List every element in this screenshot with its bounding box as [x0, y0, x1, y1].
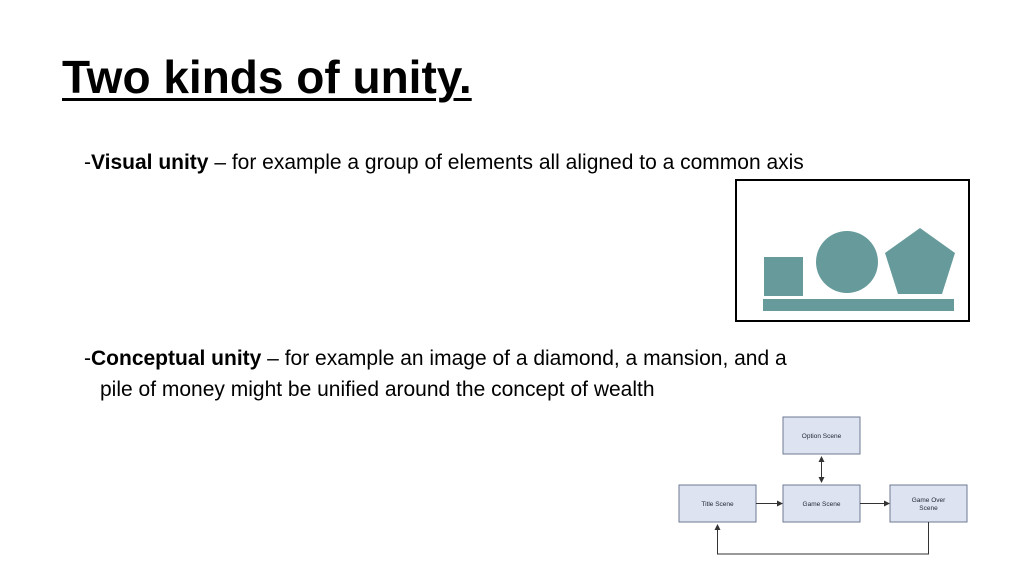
visual-unity-figure [735, 179, 970, 322]
circle-icon [816, 231, 878, 293]
bullet-dash: - [84, 151, 91, 174]
title-scene-node: Title Scene [678, 484, 757, 523]
baseline-bar [763, 299, 954, 311]
game-over-scene-node: Game Over Scene [889, 484, 968, 523]
square-icon [764, 257, 803, 296]
game-over-label-line2: Scene [919, 505, 938, 512]
title-scene-label: Title Scene [701, 501, 734, 508]
bullet-text: – for example an image of a diamond, a m… [261, 347, 787, 370]
option-scene-node: Option Scene [782, 416, 861, 455]
bullet-visual-unity: -Visual unity – for example a group of e… [84, 147, 804, 178]
scene-flow-diagram: Option Scene Title Scene Game Scene Game… [678, 416, 972, 557]
game-over-label-line1: Game Over [912, 497, 946, 504]
game-scene-node: Game Scene [782, 484, 861, 523]
aligned-shapes-illustration [763, 228, 955, 311]
bullet-conceptual-unity: -Conceptual unity – for example an image… [84, 343, 787, 405]
bullet-text: – for example a group of elements all al… [208, 151, 804, 174]
bullet-dash: - [84, 347, 91, 370]
game-scene-label: Game Scene [803, 501, 841, 508]
bullet-term: Visual unity [91, 151, 209, 174]
bullet-continuation: pile of money might be unified around th… [100, 378, 655, 401]
scene-flow-svg: Option Scene Title Scene Game Scene Game… [678, 416, 968, 555]
bullet-term: Conceptual unity [91, 347, 262, 370]
pentagon-icon [885, 228, 955, 294]
option-scene-label: Option Scene [802, 433, 842, 440]
slide-title: Two kinds of unity. [62, 51, 472, 103]
arrow-gameover-to-title [714, 522, 929, 555]
